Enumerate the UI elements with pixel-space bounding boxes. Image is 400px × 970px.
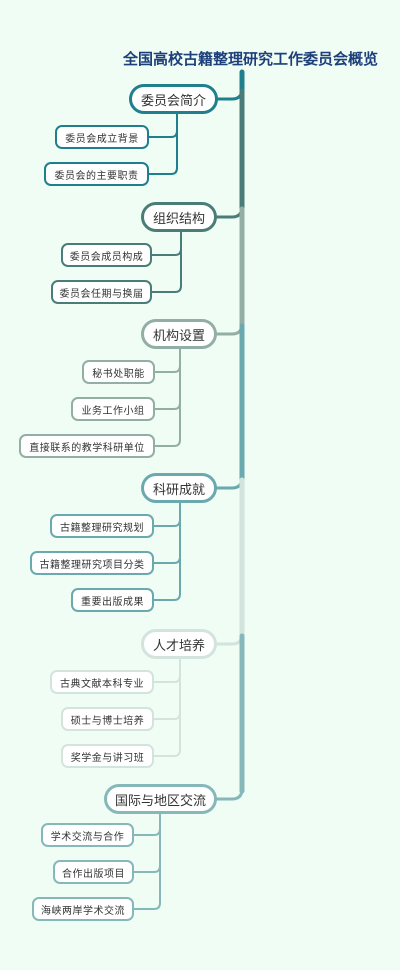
child-connector xyxy=(133,828,161,836)
child-connector xyxy=(153,593,181,601)
branch-connector xyxy=(215,632,244,646)
leaf-node[interactable]: 奖学金与讲习班 xyxy=(61,744,154,768)
leaf-node[interactable]: 重要出版成果 xyxy=(71,588,154,612)
child-connector xyxy=(133,902,161,910)
leaf-node[interactable]: 古籍整理研究规划 xyxy=(50,514,154,538)
branch-connector xyxy=(216,87,244,101)
branch-node[interactable]: 组织结构 xyxy=(141,202,217,232)
leaf-node[interactable]: 秘书处职能 xyxy=(82,360,155,384)
leaf-node[interactable]: 委员会的主要职责 xyxy=(44,162,149,186)
child-connector xyxy=(148,167,178,175)
leaf-node[interactable]: 古典文献本科专业 xyxy=(50,670,154,694)
branch-node[interactable]: 国际与地区交流 xyxy=(104,784,217,814)
branch-node[interactable]: 机构设置 xyxy=(141,319,217,349)
leaf-node[interactable]: 学术交流与合作 xyxy=(41,823,134,847)
child-connector xyxy=(148,130,178,138)
child-connector xyxy=(153,712,181,720)
child-connector xyxy=(153,519,181,527)
child-connector xyxy=(133,865,161,873)
leaf-node[interactable]: 合作出版项目 xyxy=(53,860,134,884)
child-connector xyxy=(154,439,181,447)
mindmap-root-title: 全国高校古籍整理研究工作委员会概览 xyxy=(122,50,378,68)
leaf-node[interactable]: 委员会成立背景 xyxy=(55,125,149,149)
leaf-node[interactable]: 硕士与博士培养 xyxy=(61,707,154,731)
child-connector xyxy=(154,402,181,410)
branch-connector xyxy=(215,205,244,219)
branch-connector xyxy=(215,476,244,490)
child-connector xyxy=(153,556,181,564)
leaf-node[interactable]: 委员会任期与换届 xyxy=(51,280,152,304)
child-connector xyxy=(154,365,181,373)
leaf-node[interactable]: 海峡两岸学术交流 xyxy=(32,897,134,921)
leaf-node[interactable]: 业务工作小组 xyxy=(71,397,155,421)
branch-connector xyxy=(215,322,244,336)
branch-node[interactable]: 委员会简介 xyxy=(129,84,218,114)
leaf-node[interactable]: 古籍整理研究项目分类 xyxy=(30,551,154,575)
child-connector xyxy=(151,248,182,256)
child-connector xyxy=(151,285,182,293)
child-connector xyxy=(153,749,181,757)
leaf-node[interactable]: 直接联系的教学科研单位 xyxy=(19,434,155,458)
branch-node[interactable]: 人才培养 xyxy=(141,629,217,659)
leaf-node[interactable]: 委员会成员构成 xyxy=(61,243,152,267)
branch-node[interactable]: 科研成就 xyxy=(141,473,217,503)
branch-connector xyxy=(215,787,244,801)
child-connector xyxy=(153,675,181,683)
